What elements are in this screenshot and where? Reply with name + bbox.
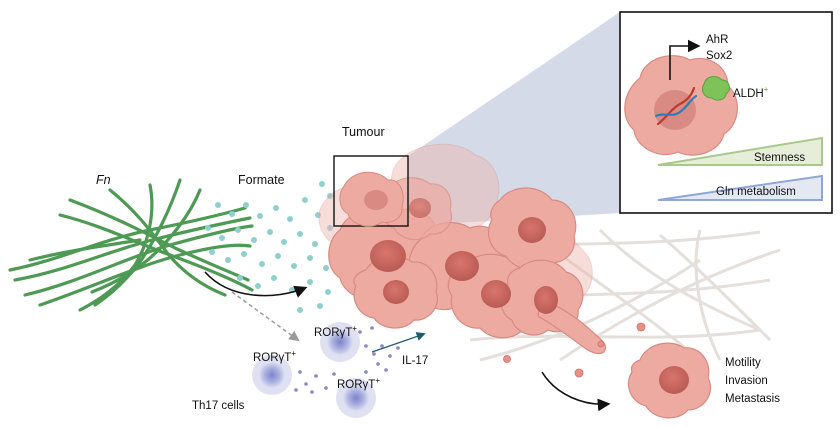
tumour-label: Tumour: [342, 125, 385, 139]
highlighted-nucleus: [364, 190, 388, 210]
aldh-blob-icon: [701, 76, 730, 101]
formate-label: Formate: [238, 173, 285, 187]
aldh-label: ALDH+: [733, 85, 769, 100]
th17-cells-label: Th17 cells: [192, 400, 245, 412]
fn-to-th17-arrow: [231, 291, 300, 342]
gln-metabolism-wedge: [657, 174, 823, 201]
tumour-mass: [318, 143, 646, 378]
th17-cell-3: [336, 378, 376, 418]
fn-label: Fn: [96, 173, 111, 187]
th17-cell-2: [252, 355, 292, 395]
dna-helix-icon: [654, 86, 698, 126]
il17-label: IL-17: [402, 355, 428, 367]
th17-cell-1: [320, 322, 360, 362]
ahr-label: AhR: [706, 34, 728, 46]
roryt-label-3: RORγT+: [337, 376, 380, 391]
roryt-label-2: RORγT+: [253, 349, 296, 364]
zoom-cone: [408, 12, 620, 226]
inset-panel: AhR Sox2 ALDH+ Stemness Gln metabolism: [619, 11, 833, 214]
stemness-wedge: [657, 136, 823, 166]
fn-bacteria-icon: [8, 178, 254, 312]
invasion-label: Invasion: [725, 375, 768, 387]
ahr-sox2-arrow-icon: [669, 39, 701, 80]
formate-dots: [205, 181, 347, 313]
metastasis-label: Metastasis: [725, 393, 780, 405]
roryt-label-1: RORγT+: [314, 324, 357, 339]
il17-dots: [294, 326, 400, 394]
metastatic-cell: [627, 342, 712, 419]
sox2-label: Sox2: [706, 50, 732, 62]
il17-arrow: [371, 332, 426, 353]
stemness-label: Stemness: [754, 152, 805, 164]
fn-to-tumour-arrow: [204, 271, 308, 298]
gln-metabolism-label: Gln metabolism: [716, 186, 796, 198]
metastasis-arrow: [541, 371, 611, 412]
motility-label: Motility: [725, 357, 761, 369]
